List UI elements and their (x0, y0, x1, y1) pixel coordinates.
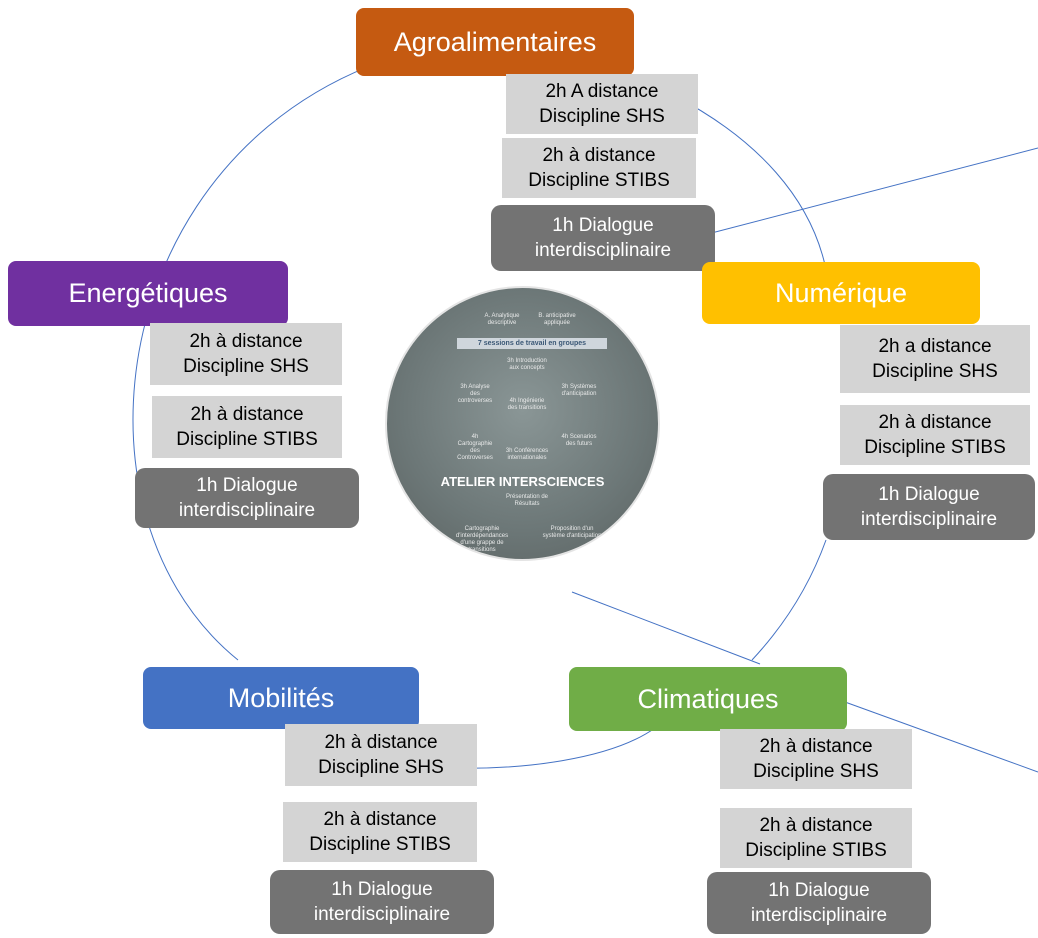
session-shs-climat: 2h à distance Discipline SHS (720, 729, 912, 789)
session-stibs-energie: 2h à distance Discipline STIBS (152, 396, 342, 458)
session-shs-numerique: 2h a distance Discipline SHS (840, 325, 1030, 393)
cluster-title-numerique: Numérique (702, 262, 980, 324)
session-stibs-numerique: 2h à distance Discipline STIBS (840, 405, 1030, 465)
cluster-title-energie: Energétiques (8, 261, 288, 326)
center-banner: 7 sessions de travail en groupes (457, 338, 607, 349)
session-shs-agro: 2h A distance Discipline SHS (506, 74, 698, 134)
session-stibs-agro: 2h à distance Discipline STIBS (502, 138, 696, 198)
center-item: 4h Cartographie des Controverses (457, 434, 493, 461)
center-item: 3h Analyse des controverses (457, 384, 493, 404)
cluster-title-mobilite: Mobilités (143, 667, 419, 729)
center-item: 3h Systèmes d'anticipation (561, 384, 597, 397)
dialogue-climat: 1h Dialogue interdisciplinaire (707, 872, 931, 934)
session-stibs-climat: 2h à distance Discipline STIBS (720, 808, 912, 868)
center-item: Présentation de Résultats (505, 494, 549, 507)
session-shs-mobilite: 2h à distance Discipline SHS (285, 724, 477, 786)
session-shs-energie: 2h à distance Discipline SHS (150, 323, 342, 385)
session-stibs-mobilite: 2h à distance Discipline STIBS (283, 802, 477, 862)
center-item: Cartographie d'interdépendances d'une gr… (455, 526, 509, 553)
center-item: 3h Introduction aux concepts (507, 358, 547, 371)
center-title: ATELIER INTERSCIENCES (440, 474, 605, 489)
center-diagram: A. Analytique descriptive B. anticipativ… (385, 286, 660, 561)
center-item: Proposition d'un système d'anticipation (542, 526, 602, 539)
cluster-title-climat: Climatiques (569, 667, 847, 731)
center-item: 4h Scenarios des futurs (561, 434, 597, 447)
center-item: B. anticipative appliquée (538, 313, 576, 326)
connector-line (844, 701, 1038, 773)
cluster-title-agro: Agroalimentaires (356, 8, 634, 76)
outer-ring-arc (672, 94, 826, 266)
center-item: 3h Conférences internationales (505, 448, 549, 461)
center-item: A. Analytique descriptive (484, 313, 520, 326)
connector-line (699, 147, 1038, 237)
outer-ring-arc (751, 539, 827, 661)
dialogue-numerique: 1h Dialogue interdisciplinaire (823, 474, 1035, 540)
outer-ring-arc (449, 727, 656, 769)
center-item: 4h Ingénierie des transitions (507, 398, 547, 411)
dialogue-mobilite: 1h Dialogue interdisciplinaire (270, 870, 494, 934)
connector-line (571, 591, 761, 665)
dialogue-energie: 1h Dialogue interdisciplinaire (135, 468, 359, 528)
dialogue-agro: 1h Dialogue interdisciplinaire (491, 205, 715, 271)
